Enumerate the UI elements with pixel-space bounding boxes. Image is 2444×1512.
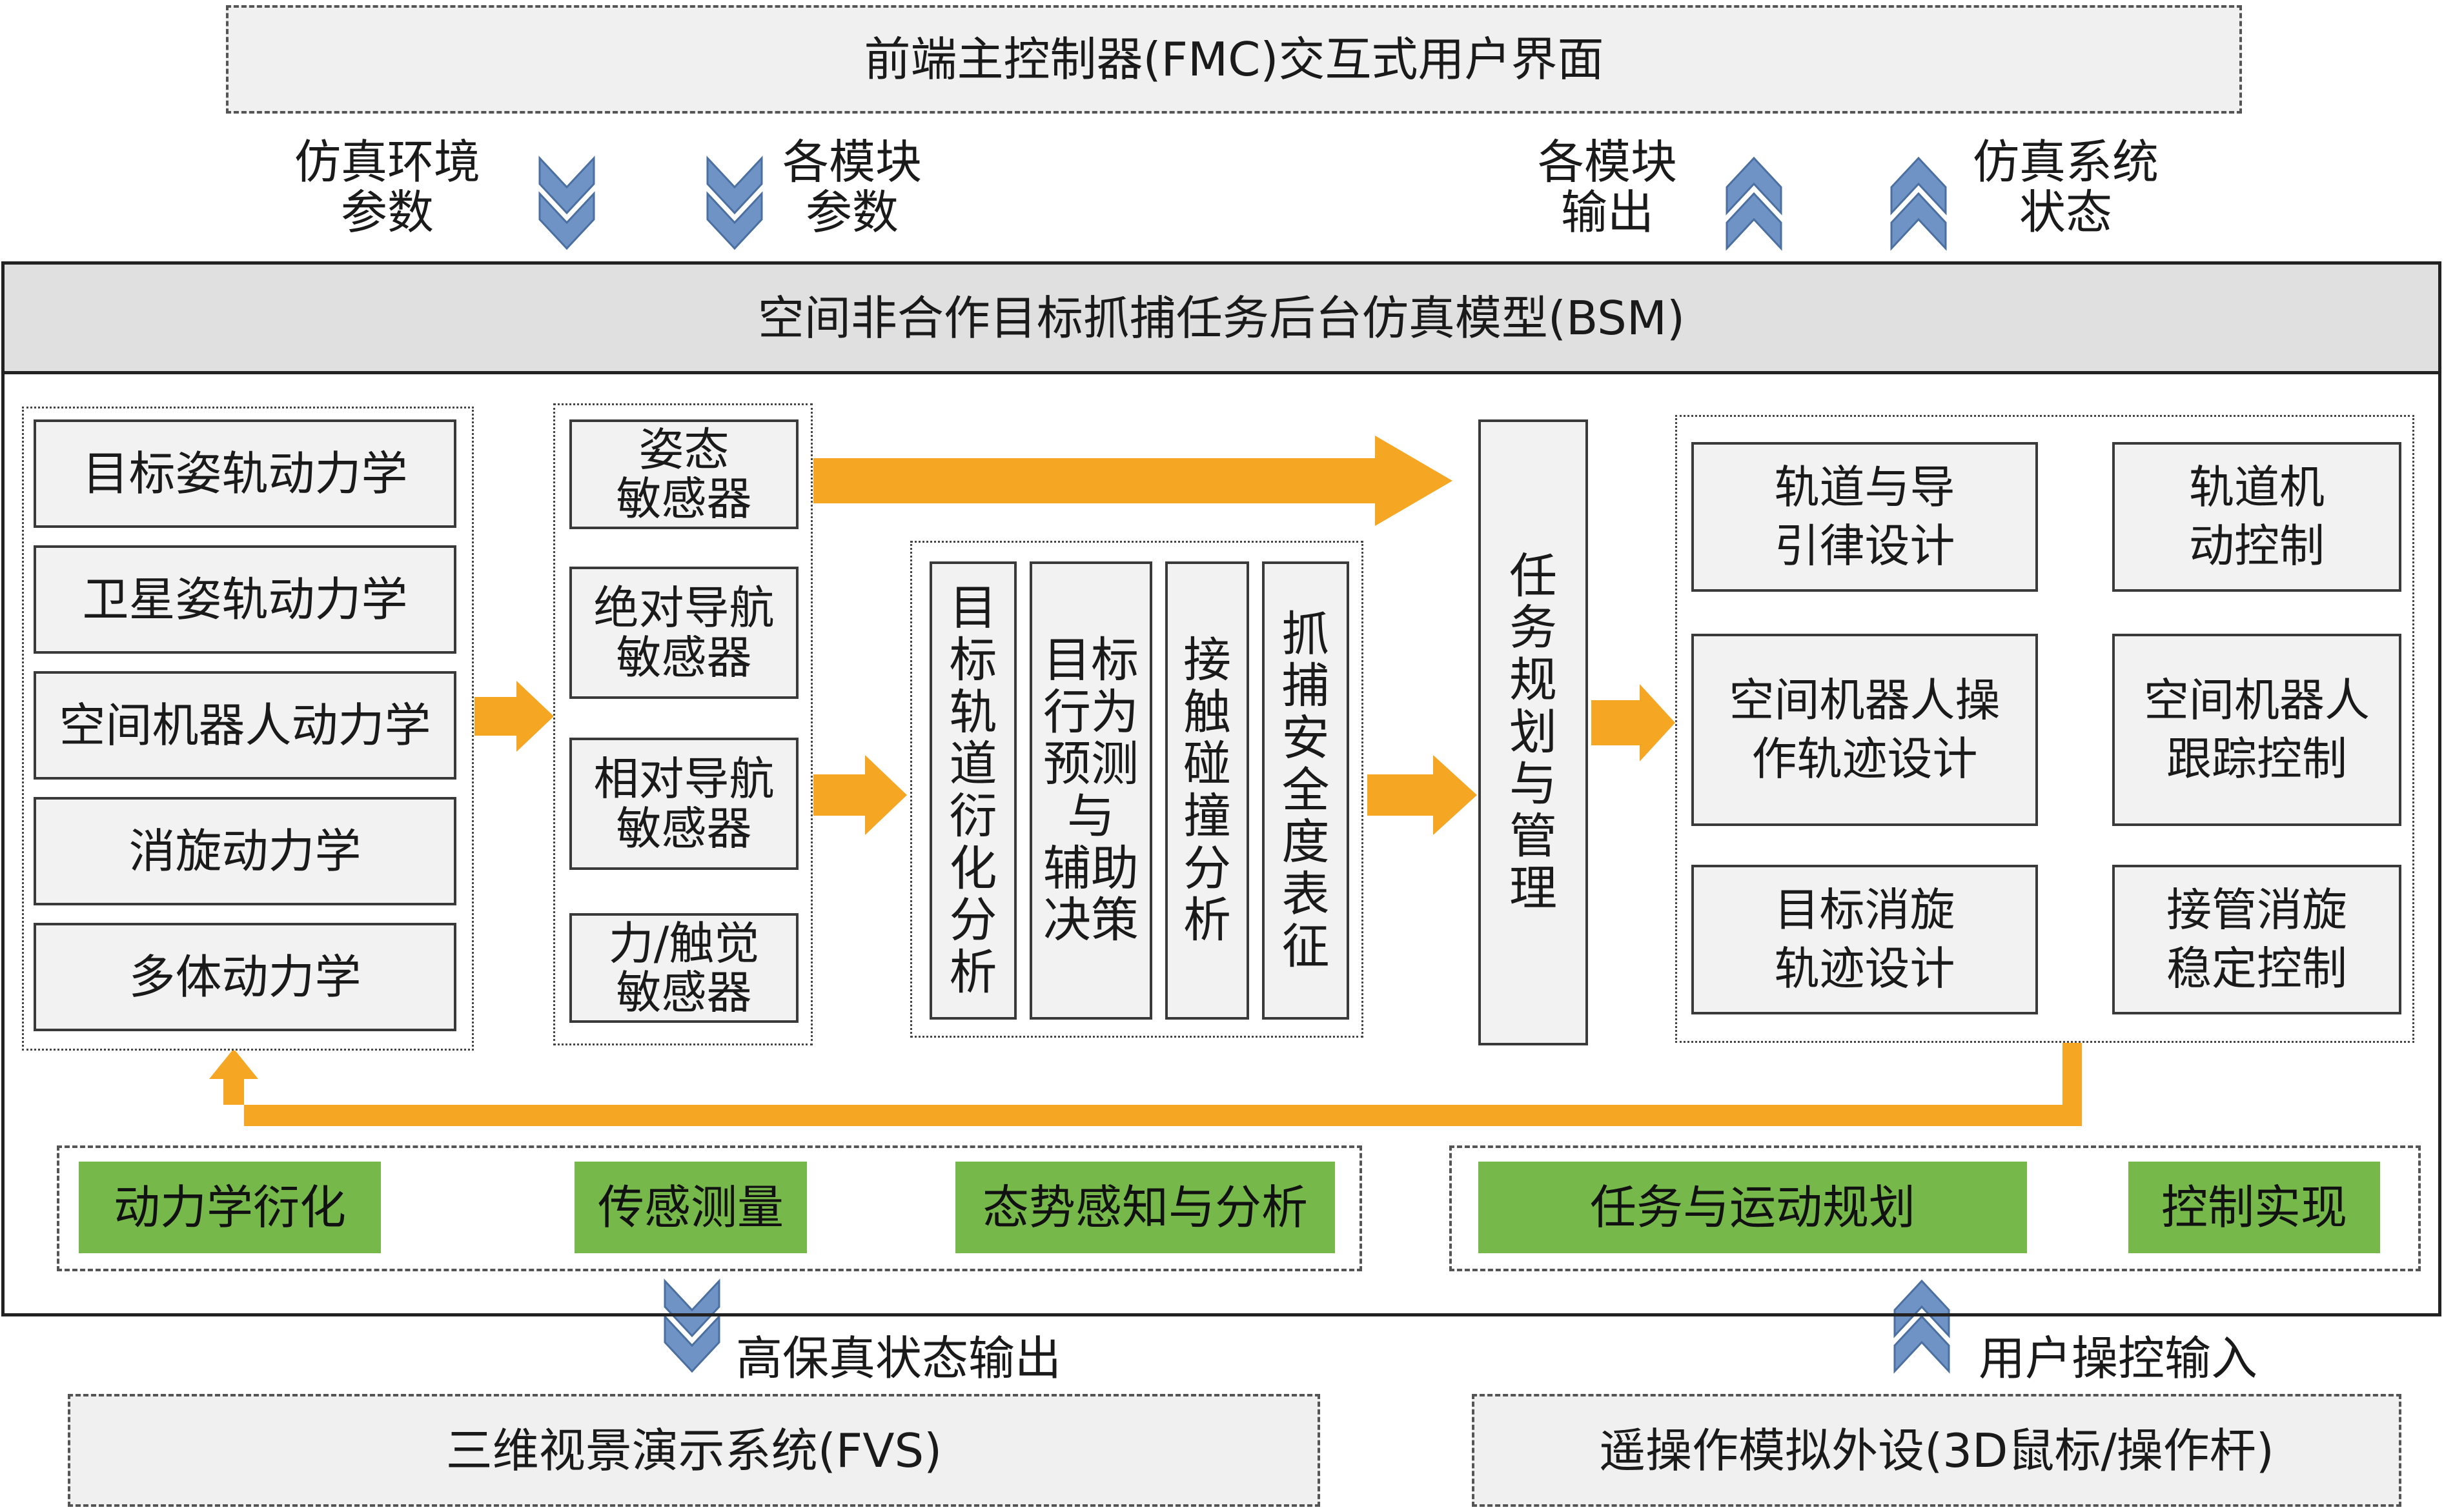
control-item: 轨道机动控制 [2112, 442, 2401, 592]
analysis-column: 抓捕安 全度表 征 [1262, 561, 1349, 1020]
arrow-right-icon [813, 755, 907, 835]
chevron-up-icon [1726, 156, 1782, 251]
sensor-item: 绝对导航敏感器 [569, 567, 799, 699]
task-planning-box: 任务规 划与管 理 [1478, 419, 1588, 1045]
chevron-up-icon [1893, 1279, 1950, 1374]
chevron-up-icon [1890, 156, 1947, 251]
module-params-label: 各模块 参数 [782, 134, 922, 239]
category-tag: 传感测量 [575, 1162, 807, 1253]
peripheral-box: 遥操作模拟外设(3D鼠标/操作杆) [1472, 1394, 2401, 1507]
chevron-down-icon [538, 156, 595, 250]
hifi-output-label: 高保真状态输出 [736, 1331, 1062, 1386]
category-tag: 控制实现 [2128, 1162, 2380, 1253]
feedback-loop-arrow [209, 1042, 2082, 1126]
sensor-item: 相对导航敏感器 [569, 738, 799, 870]
arrow-right-icon [1591, 684, 1675, 761]
category-tag: 态势感知与分析 [955, 1162, 1335, 1253]
arrow-right-icon [1367, 755, 1477, 835]
control-item: 空间机器人跟踪控制 [2112, 634, 2401, 826]
dynamics-item: 消旋动力学 [34, 797, 456, 905]
user-input-label: 用户操控输入 [1979, 1331, 2258, 1386]
chevron-down-icon [706, 156, 763, 250]
arrow-right-icon [474, 681, 554, 752]
fmc-title: 前端主控制器(FMC)交互式用户界面 [864, 32, 1604, 86]
dynamics-item: 目标姿轨动力学 [34, 419, 456, 528]
arrow-right-icon [813, 436, 1452, 526]
analysis-column: 接触碰 撞分析 [1165, 561, 1249, 1020]
dynamics-item: 多体动力学 [34, 923, 456, 1031]
analysis-column: 目标行为预测 与辅助决策 [1030, 561, 1152, 1020]
module-output-label: 各模块 输出 [1537, 134, 1677, 239]
sim-env-params-label: 仿真环境 参数 [294, 134, 480, 239]
dynamics-item: 空间机器人动力学 [34, 671, 456, 780]
chevron-down-icon [664, 1278, 720, 1373]
sensor-item: 姿态敏感器 [569, 419, 799, 529]
design-item: 目标消旋轨迹设计 [1691, 865, 2038, 1014]
sim-status-label: 仿真系统 状态 [1972, 134, 2159, 239]
category-tag: 动力学衍化 [79, 1162, 381, 1253]
sensor-item: 力/触觉敏感器 [569, 913, 799, 1023]
fmc-box: 前端主控制器(FMC)交互式用户界面 [226, 5, 2242, 114]
fvs-box: 三维视景演示系统(FVS) [68, 1394, 1320, 1507]
analysis-column: 目标轨道 衍化分析 [930, 561, 1017, 1020]
control-item: 接管消旋稳定控制 [2112, 865, 2401, 1014]
design-item: 轨道与导引律设计 [1691, 442, 2038, 592]
category-tag: 任务与运动规划 [1478, 1162, 2027, 1253]
bsm-title: 空间非合作目标抓捕任务后台仿真模型(BSM) [757, 290, 1685, 345]
dynamics-item: 卫星姿轨动力学 [34, 545, 456, 654]
bsm-header: 空间非合作目标抓捕任务后台仿真模型(BSM) [1, 261, 2441, 374]
design-item: 空间机器人操作轨迹设计 [1691, 634, 2038, 826]
